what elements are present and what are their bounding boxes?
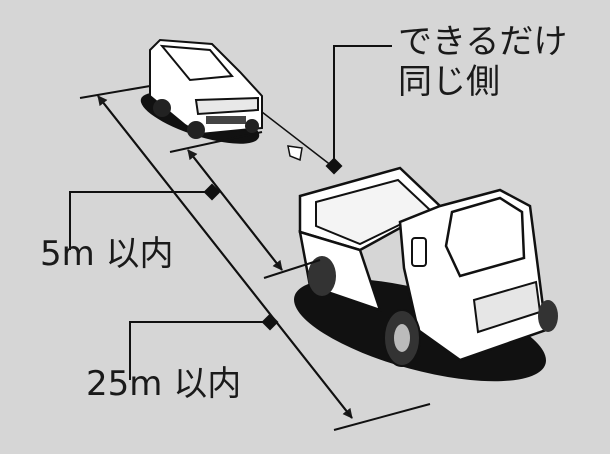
distance-25m-label: 25m 以内 [86,364,242,404]
distance-5m-label: 5m 以内 [40,234,174,274]
same-side-leader [325,45,392,175]
same-side-label-line2: 同じ側 [398,62,500,102]
truck [298,166,558,367]
dimension-25m [79,85,431,431]
small-car [140,38,263,144]
same-side-label-line1: できるだけ [398,22,568,62]
dimension-5m [69,131,321,279]
flag-marker [261,111,333,167]
